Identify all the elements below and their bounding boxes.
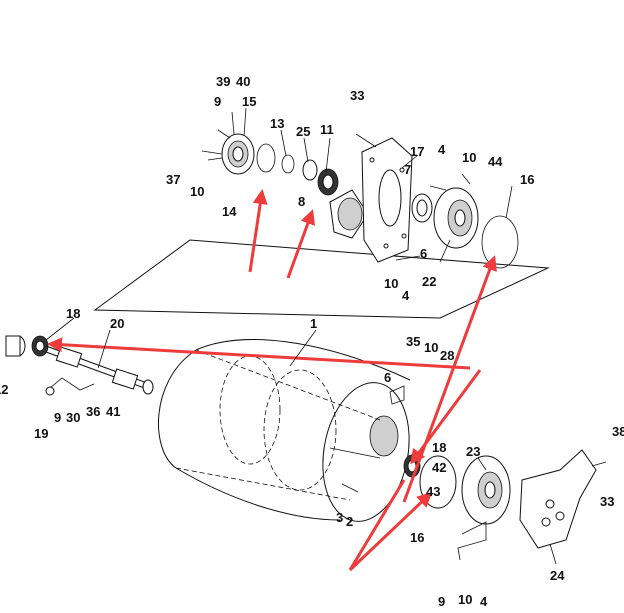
callout-labels: 39 40 9 15 33 13 25 11 17 4 10 44 7 37 1… xyxy=(0,74,624,609)
label-19: 19 xyxy=(34,426,48,441)
label-41: 41 xyxy=(106,404,120,419)
left-shaft-assembly xyxy=(5,335,154,396)
label-8: 8 xyxy=(298,194,305,209)
label-9: 9 xyxy=(214,94,221,109)
label-44: 44 xyxy=(488,154,503,169)
label-24: 24 xyxy=(550,568,565,583)
upper-housing-8 xyxy=(329,189,369,239)
label-10: 10 xyxy=(462,150,476,165)
label-28: 28 xyxy=(440,348,454,363)
label-16: 16 xyxy=(410,530,424,545)
label-10: 10 xyxy=(458,592,472,607)
red-arrows xyxy=(47,189,497,572)
label-18: 18 xyxy=(432,440,446,455)
label-13: 13 xyxy=(270,116,284,131)
label-9: 9 xyxy=(54,410,61,425)
label-20: 20 xyxy=(110,316,124,331)
label-6: 6 xyxy=(420,246,427,261)
label-4: 4 xyxy=(480,594,488,609)
label-4: 4 xyxy=(402,288,410,303)
label-2: 2 xyxy=(346,514,353,529)
label-39: 39 xyxy=(216,74,230,89)
label-37: 37 xyxy=(166,172,180,187)
label-38: 38 xyxy=(612,424,624,439)
label-3: 3 xyxy=(336,510,343,525)
label-10: 10 xyxy=(424,340,438,355)
label-17: 17 xyxy=(410,144,424,159)
label-33: 33 xyxy=(600,494,614,509)
label-4: 4 xyxy=(438,142,446,157)
label-25: 25 xyxy=(296,124,310,139)
label-1: 1 xyxy=(310,316,317,331)
label-33: 33 xyxy=(350,88,364,103)
leader-lines xyxy=(45,107,557,565)
label-11: 11 xyxy=(320,122,334,137)
label-6: 6 xyxy=(384,370,391,385)
label-42: 42 xyxy=(432,460,446,475)
label-10: 10 xyxy=(190,184,204,199)
label-10: 10 xyxy=(384,276,398,291)
label-14: 14 xyxy=(222,204,237,219)
label-9: 9 xyxy=(438,594,445,609)
label-15: 15 xyxy=(242,94,256,109)
label-18: 18 xyxy=(66,306,80,321)
label-36: 36 xyxy=(86,404,100,419)
upper-front-bearing-assembly xyxy=(395,173,519,269)
label-16: 16 xyxy=(520,172,534,187)
drum-cylinder-1 xyxy=(158,339,411,522)
label-40: 40 xyxy=(236,74,250,89)
label-12: 12 xyxy=(0,382,8,397)
label-30: 30 xyxy=(66,410,80,425)
upper-rear-bearing-assembly xyxy=(201,111,339,196)
upper-bracket-plate-7 xyxy=(355,133,413,263)
label-43: 43 xyxy=(426,484,440,499)
label-22: 22 xyxy=(422,274,436,289)
label-7: 7 xyxy=(404,162,411,177)
upper-assembly-plane xyxy=(93,239,550,319)
label-23: 23 xyxy=(466,444,480,459)
lower-right-assembly xyxy=(341,385,607,561)
label-35: 35 xyxy=(406,334,420,349)
